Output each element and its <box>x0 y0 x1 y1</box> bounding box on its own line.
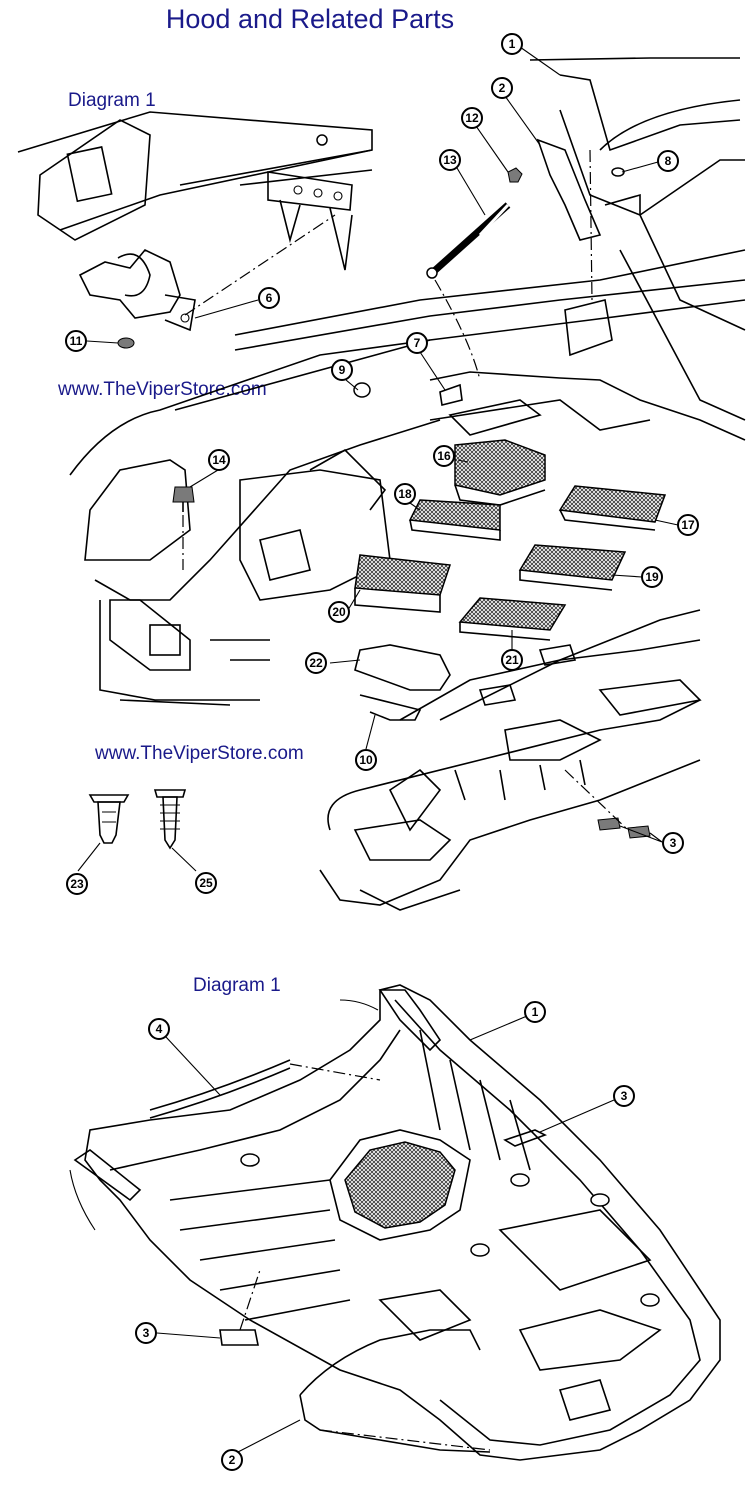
svg-text:1: 1 <box>509 37 516 51</box>
svg-text:20: 20 <box>332 605 346 619</box>
callout-hood-1: 1 <box>524 1001 546 1023</box>
svg-text:3: 3 <box>621 1089 628 1103</box>
callout-1: 1 <box>501 33 523 55</box>
svg-text:2: 2 <box>499 81 506 95</box>
callout-10: 10 <box>355 749 377 771</box>
diagram-label-top: Diagram 1 <box>68 90 156 111</box>
svg-text:3: 3 <box>143 1326 150 1340</box>
svg-text:18: 18 <box>398 487 412 501</box>
callout-6: 6 <box>258 287 280 309</box>
svg-text:14: 14 <box>212 453 226 467</box>
svg-text:23: 23 <box>70 877 84 891</box>
svg-text:9: 9 <box>339 363 346 377</box>
svg-text:6: 6 <box>266 291 273 305</box>
website-text-2: www.TheViperStore.com <box>95 743 304 764</box>
callout-17: 17 <box>677 514 699 536</box>
callout-20: 20 <box>328 601 350 623</box>
callout-hood-3a: 3 <box>613 1085 635 1107</box>
svg-text:16: 16 <box>437 449 451 463</box>
svg-text:13: 13 <box>443 153 457 167</box>
hood-assembly <box>69 984 721 1461</box>
svg-text:8: 8 <box>665 154 672 168</box>
callout-16: 16 <box>433 445 455 467</box>
svg-text:4: 4 <box>156 1022 163 1036</box>
callout-hood-2: 2 <box>221 1449 243 1471</box>
diagram-label-bottom: Diagram 1 <box>193 975 281 996</box>
svg-text:2: 2 <box>229 1453 236 1467</box>
callout-12: 12 <box>461 107 483 129</box>
callout-19: 19 <box>641 566 663 588</box>
page-title: Hood and Related Parts <box>165 4 455 34</box>
callout-14: 14 <box>208 449 230 471</box>
callout-3: 3 <box>662 832 684 854</box>
callout-13: 13 <box>439 149 461 171</box>
svg-text:7: 7 <box>414 336 421 350</box>
svg-text:19: 19 <box>645 570 659 584</box>
leader-lines-bottom <box>156 1015 615 1453</box>
callout-hood-3b: 3 <box>135 1322 157 1344</box>
svg-text:3: 3 <box>670 836 677 850</box>
callout-21: 21 <box>501 649 523 671</box>
svg-text:11: 11 <box>70 334 83 348</box>
svg-text:22: 22 <box>309 656 323 670</box>
callout-8: 8 <box>657 150 679 172</box>
callout-9: 9 <box>331 359 353 381</box>
callout-25: 25 <box>195 872 217 894</box>
svg-text:12: 12 <box>465 111 479 125</box>
callout-7: 7 <box>406 332 428 354</box>
leader-lines-top <box>77 46 679 872</box>
callout-hood-4: 4 <box>148 1018 170 1040</box>
svg-text:21: 21 <box>505 653 519 667</box>
svg-text:10: 10 <box>359 753 373 767</box>
callout-18: 18 <box>394 483 416 505</box>
callout-11: 11 <box>65 330 87 352</box>
callout-2: 2 <box>491 77 513 99</box>
callout-22: 22 <box>305 652 327 674</box>
svg-text:25: 25 <box>199 876 213 890</box>
callout-23: 23 <box>66 873 88 895</box>
upper-body-structure <box>17 57 746 911</box>
svg-text:1: 1 <box>532 1005 539 1019</box>
website-text-1: www.TheViperStore.com <box>58 379 267 400</box>
svg-text:17: 17 <box>681 518 695 532</box>
